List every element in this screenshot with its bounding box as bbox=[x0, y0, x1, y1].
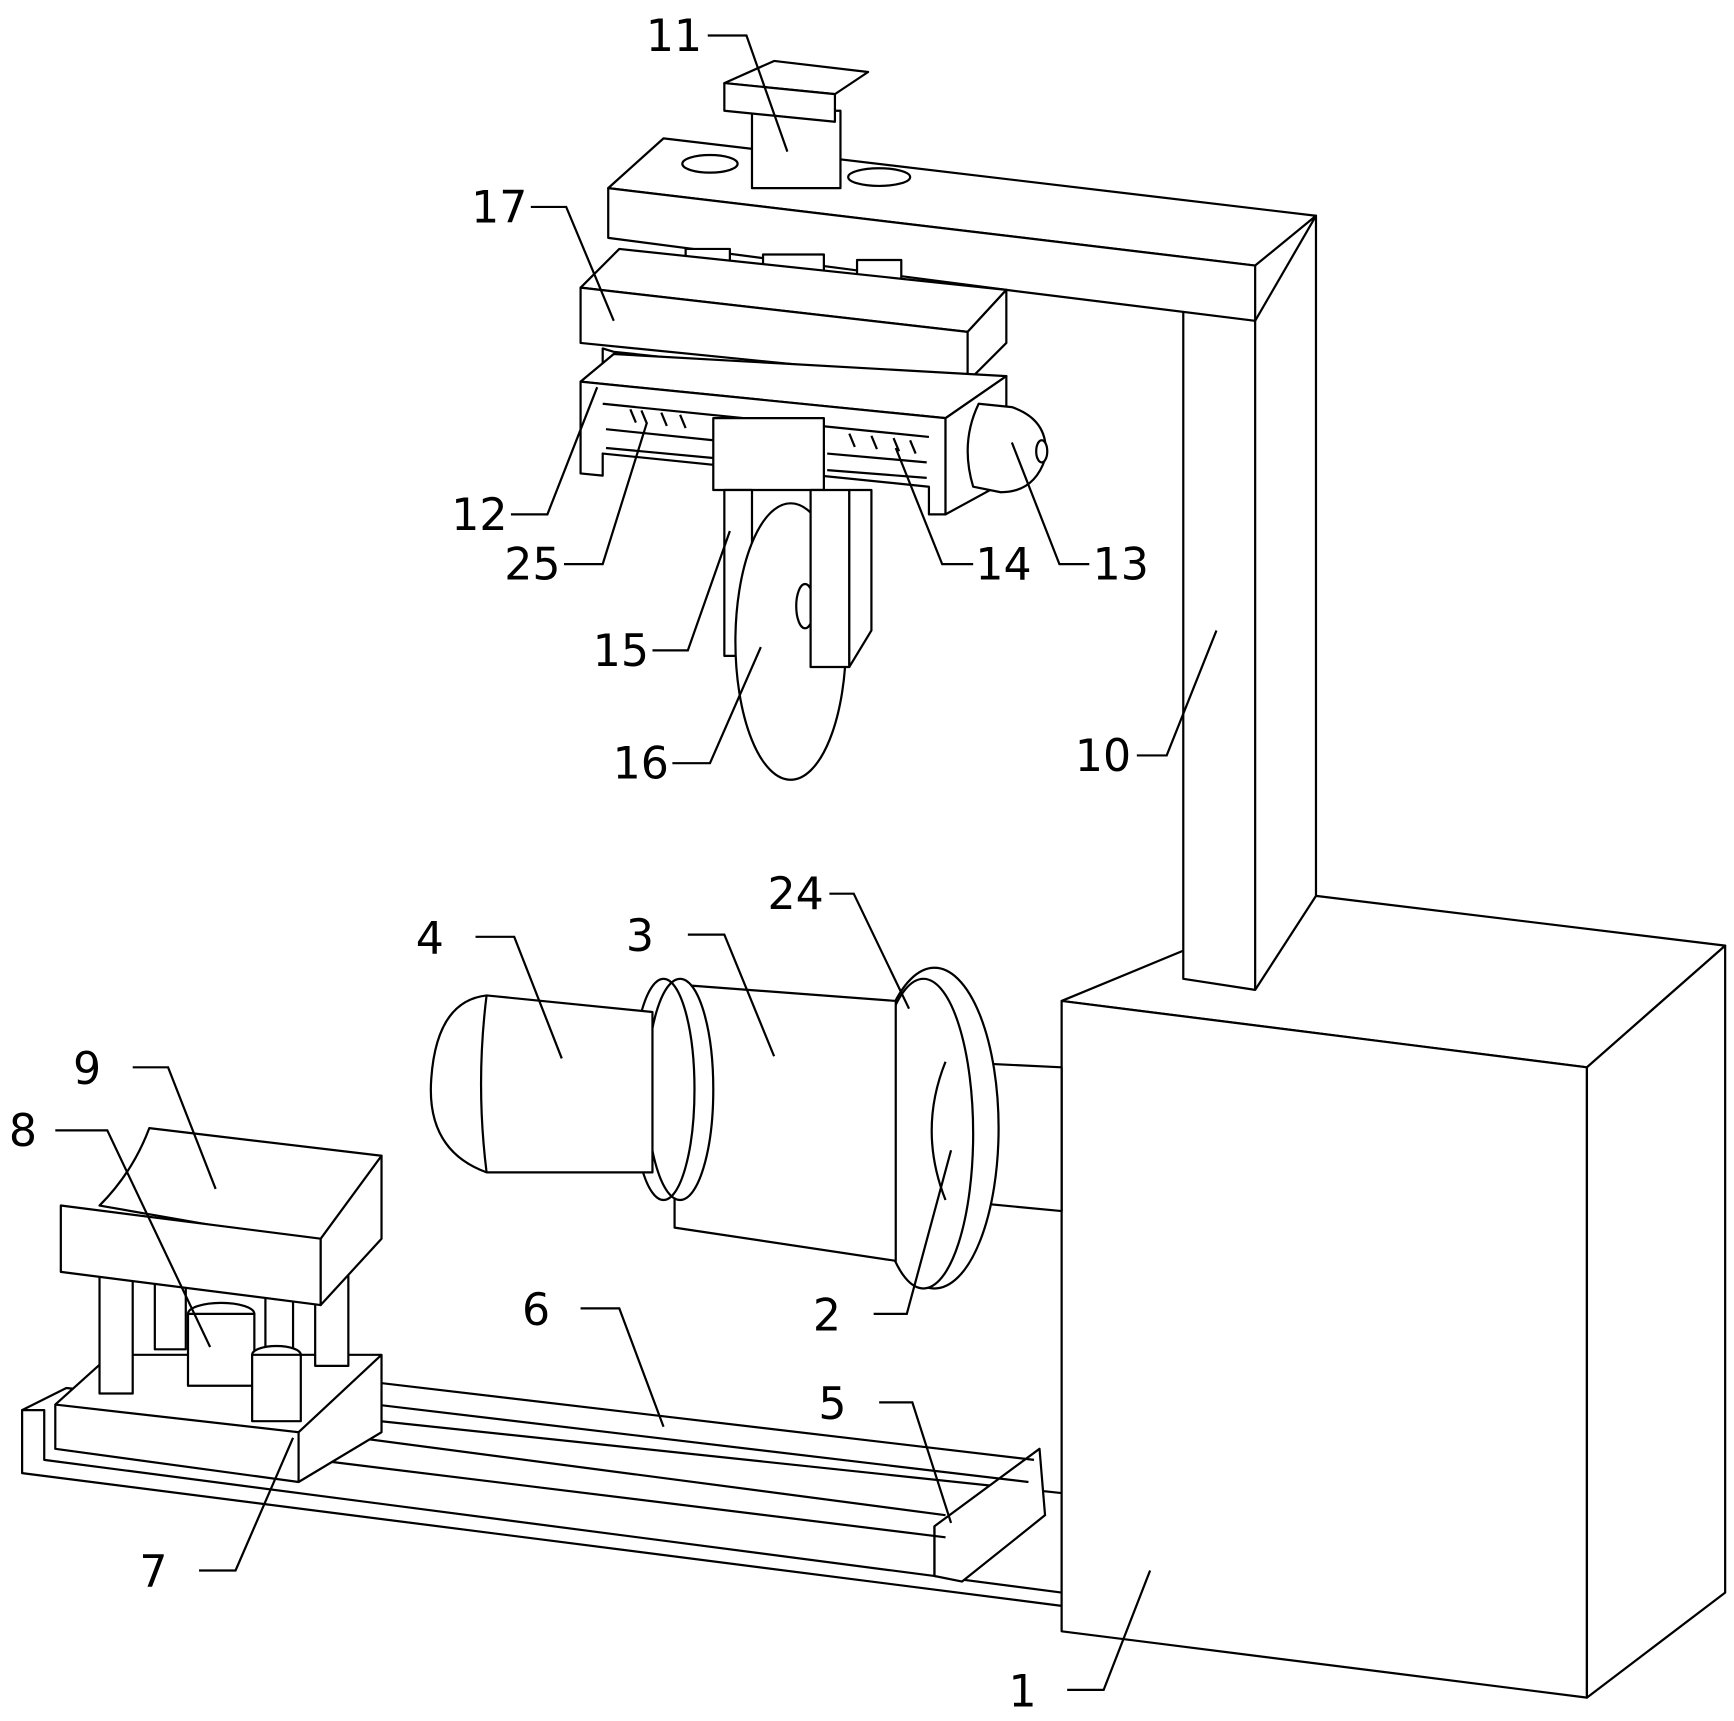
label-8: 8 bbox=[9, 1106, 37, 1157]
label-25: 25 bbox=[504, 540, 560, 591]
label-10: 10 bbox=[1075, 731, 1131, 782]
label-1: 1 bbox=[1009, 1666, 1037, 1717]
label-14: 14 bbox=[975, 540, 1031, 591]
main-box bbox=[1062, 896, 1726, 1698]
adjust-knob bbox=[968, 404, 1048, 492]
label-5: 5 bbox=[818, 1379, 846, 1430]
label-4: 4 bbox=[416, 913, 444, 964]
vertical-column bbox=[1183, 216, 1316, 990]
label-15: 15 bbox=[593, 626, 649, 677]
label-17: 17 bbox=[471, 182, 527, 233]
label-24: 24 bbox=[767, 869, 823, 920]
label-11: 11 bbox=[646, 11, 702, 62]
label-3: 3 bbox=[626, 911, 654, 962]
label-7: 7 bbox=[139, 1547, 167, 1598]
top-motor bbox=[682, 61, 910, 188]
label-13: 13 bbox=[1093, 540, 1149, 591]
label-2: 2 bbox=[813, 1290, 841, 1341]
label-6: 6 bbox=[522, 1285, 550, 1336]
label-9: 9 bbox=[73, 1044, 101, 1095]
label-12: 12 bbox=[451, 490, 507, 541]
v-seat bbox=[61, 1128, 382, 1305]
label-16: 16 bbox=[613, 739, 669, 790]
spindle bbox=[431, 968, 1062, 1289]
